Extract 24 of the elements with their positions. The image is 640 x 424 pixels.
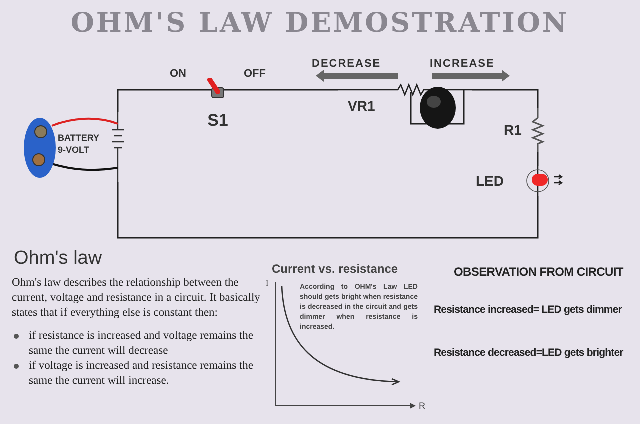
component-label: R1 <box>504 121 522 140</box>
switch-position-label: OFF <box>244 67 266 82</box>
component-label: VR1 <box>348 97 376 116</box>
observation-text: Resistance increased= LED gets dimmer <box>434 303 624 318</box>
switch-position-label: ON <box>170 67 186 82</box>
component-label: S1 <box>206 110 230 132</box>
paragraph: Ohm's law describes the relationship between the current, voltage and resistance in a circuit. It basically states that if everything else is constant then: <box>12 276 262 321</box>
circuit-wire <box>117 182 539 239</box>
battery-label: BATTERY 9-VOLT <box>58 132 100 156</box>
circuit-wire <box>472 89 539 108</box>
bullet-text: if voltage is increased and resistance remains the same the current will increase. <box>29 359 254 389</box>
axis-label: R <box>419 400 426 413</box>
observation-text: Resistance decreased=LED gets brighter <box>434 346 624 361</box>
direction-label: INCREASE <box>430 57 495 72</box>
section-heading: Ohm's law <box>14 248 102 270</box>
circuit-wire <box>537 152 539 166</box>
component-label: LED <box>476 172 504 191</box>
observation-heading: OBSERVATION FROM CIRCUIT <box>454 264 624 281</box>
circuit-wire <box>117 89 196 112</box>
diagram-title: OHM'S LAW DEMOSTRATION <box>70 8 570 40</box>
circuit-wire <box>240 89 338 91</box>
chart-title: Current vs. resistance <box>272 261 398 278</box>
axis-label: I <box>266 278 269 290</box>
direction-label: DECREASE <box>312 57 382 72</box>
